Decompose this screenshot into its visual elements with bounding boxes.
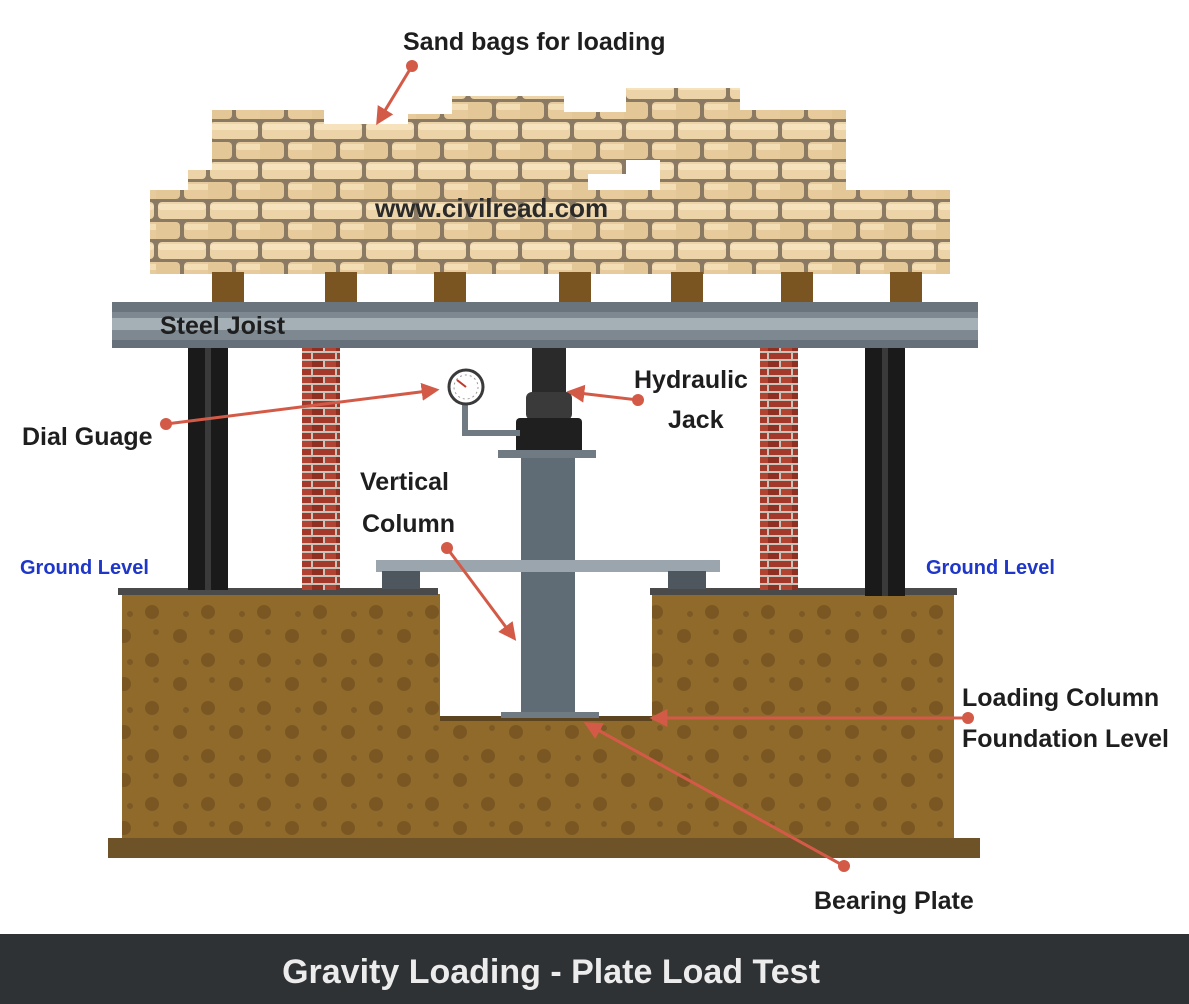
black-support-left — [188, 346, 228, 590]
pit-floor-line — [440, 716, 652, 721]
ground-base — [108, 838, 980, 858]
beam-support-left — [382, 571, 420, 589]
arrow-hydraulic-jack — [566, 384, 644, 406]
arrow-sand-bags — [376, 60, 418, 126]
bearing-plate-label: Bearing Plate — [814, 887, 974, 915]
steel-joist-label: Steel Joist — [160, 312, 286, 340]
watermark: www.civilread.com — [374, 193, 608, 223]
footer-title: Gravity Loading - Plate Load Test — [282, 953, 820, 991]
soil-lower-block — [122, 718, 954, 838]
ground-surface-right — [650, 588, 957, 595]
dial-gauge-icon — [447, 368, 520, 436]
dial-gauge-label: Dial Guage — [22, 423, 153, 451]
vertical-column — [521, 458, 575, 712]
brick-pillar-right — [760, 348, 798, 590]
steel-joist — [112, 302, 978, 348]
annotation-arrows — [160, 60, 974, 872]
wooden-posts — [212, 272, 922, 304]
hydraulic-jack-label-line2: Jack — [668, 406, 724, 434]
reference-beam — [376, 560, 720, 572]
sand-bags — [150, 88, 950, 274]
black-support-right — [865, 346, 905, 596]
brick-pillar-left — [302, 348, 340, 590]
vertical-column-label-line1: Vertical — [360, 468, 449, 496]
arrow-bearing-plate — [583, 722, 850, 872]
beam-support-right — [668, 571, 706, 589]
bearing-plate — [501, 712, 599, 718]
footer-bar — [0, 934, 1189, 1004]
foundation-level-label-line1: Loading Column — [962, 684, 1159, 712]
hydraulic-jack-label-line1: Hydraulic — [634, 366, 748, 394]
vertical-column-label-line2: Column — [362, 510, 455, 538]
arrow-dial-gauge — [160, 382, 440, 430]
ground-level-left-label: Ground Level — [20, 557, 149, 579]
hydraulic-jack — [498, 348, 596, 458]
arrow-vertical-column — [441, 542, 517, 641]
ground-surface-left — [118, 588, 438, 595]
foundation-level-label-line2: Foundation Level — [962, 725, 1169, 753]
ground-level-right-label: Ground Level — [926, 557, 1055, 579]
sand-bags-label: Sand bags for loading — [403, 28, 666, 56]
arrow-foundation-level — [649, 709, 974, 727]
